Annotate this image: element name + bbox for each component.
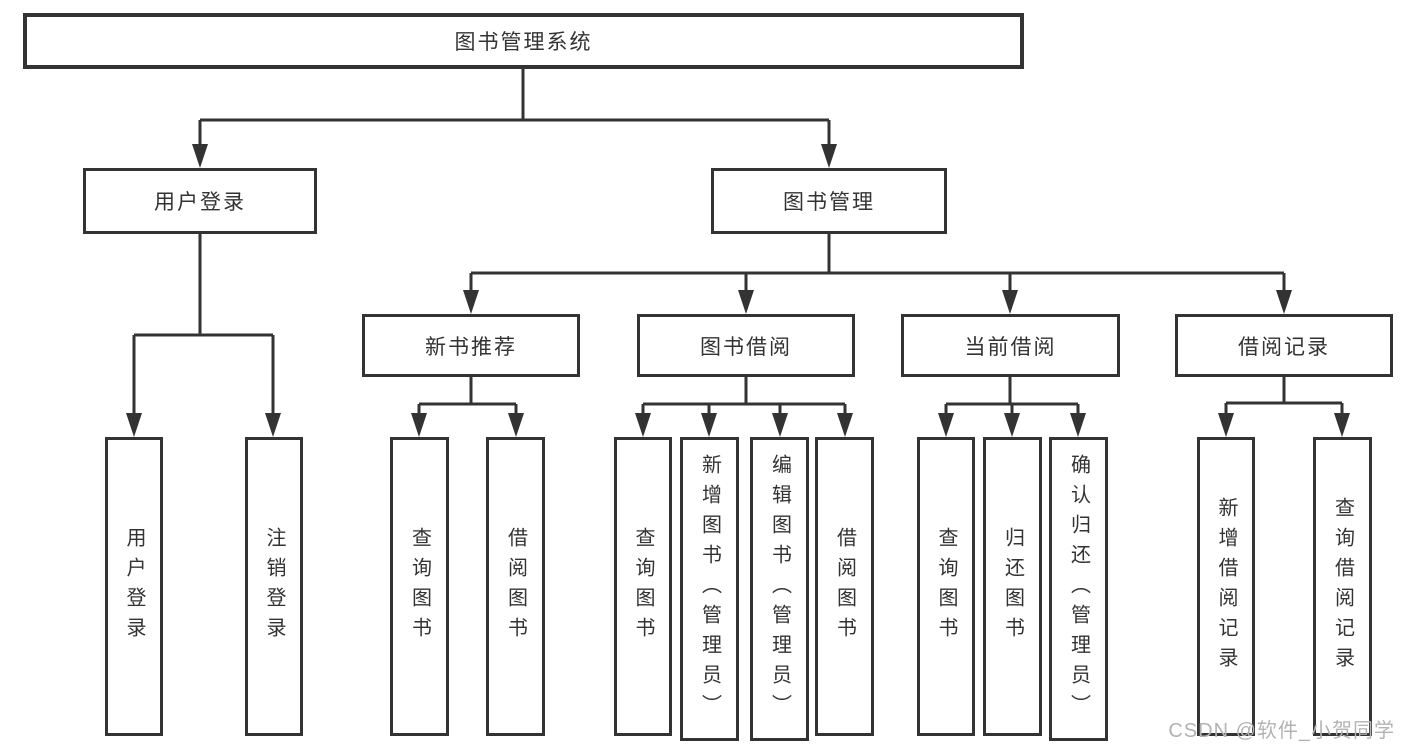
node-label: 图书管理 bbox=[783, 191, 875, 214]
leaf-label: 借阅图书 bbox=[504, 526, 527, 647]
node-label: 用户登录 bbox=[154, 191, 246, 214]
node-book-borrowing: 图书借阅 bbox=[637, 314, 855, 377]
leaf-logout: 注销登录 bbox=[245, 437, 303, 736]
leaf-borrow-books: 借阅图书 bbox=[815, 437, 874, 736]
node-label: 借阅记录 bbox=[1238, 335, 1330, 359]
leaf-query-books-current: 查询图书 bbox=[917, 437, 975, 736]
leaf-query-borrow-record: 查询借阅记录 bbox=[1313, 437, 1372, 736]
leaf-user-login: 用户登录 bbox=[105, 437, 163, 736]
node-user-login: 用户登录 bbox=[83, 168, 317, 234]
leaf-label: 新增借阅记录 bbox=[1215, 496, 1237, 677]
node-book-management: 图书管理 bbox=[711, 168, 947, 234]
leaf-edit-books-admin: 编辑图书（管理员） bbox=[750, 437, 809, 741]
node-borrowing-records: 借阅记录 bbox=[1175, 314, 1393, 377]
node-current-borrowing: 当前借阅 bbox=[901, 314, 1120, 377]
leaf-return-books: 归还图书 bbox=[983, 437, 1042, 736]
leaf-label: 新增图书（管理员） bbox=[698, 454, 721, 724]
node-label: 图书管理系统 bbox=[454, 31, 593, 54]
node-label: 图书借阅 bbox=[700, 335, 792, 359]
leaf-label: 编辑图书（管理员） bbox=[768, 454, 791, 724]
leaf-query-books-borrow: 查询图书 bbox=[614, 437, 672, 736]
leaf-add-books-admin: 新增图书（管理员） bbox=[680, 437, 739, 741]
leaf-query-books-recommend: 查询图书 bbox=[390, 437, 449, 736]
node-label: 当前借阅 bbox=[964, 335, 1057, 359]
leaf-confirm-return-admin: 确认归还（管理员） bbox=[1049, 437, 1108, 741]
node-new-book-recommendation: 新书推荐 bbox=[362, 314, 580, 377]
leaf-label: 查询借阅记录 bbox=[1331, 496, 1354, 677]
leaf-borrow-books-recommend: 借阅图书 bbox=[486, 437, 545, 736]
leaf-label: 确认归还（管理员） bbox=[1067, 454, 1090, 724]
leaf-label: 借阅图书 bbox=[833, 526, 856, 647]
node-label: 新书推荐 bbox=[425, 335, 517, 359]
leaf-label: 归还图书 bbox=[1001, 526, 1024, 647]
node-library-management-system: 图书管理系统 bbox=[23, 13, 1024, 69]
leaf-label: 查询图书 bbox=[632, 526, 654, 647]
leaf-label: 注销登录 bbox=[263, 526, 285, 647]
leaf-label: 用户登录 bbox=[123, 526, 145, 647]
leaf-label: 查询图书 bbox=[408, 526, 431, 647]
leaf-label: 查询图书 bbox=[935, 526, 957, 647]
csdn-watermark: CSDN @软件_小贺同学 bbox=[1168, 720, 1395, 742]
leaf-add-borrow-record: 新增借阅记录 bbox=[1197, 437, 1255, 736]
